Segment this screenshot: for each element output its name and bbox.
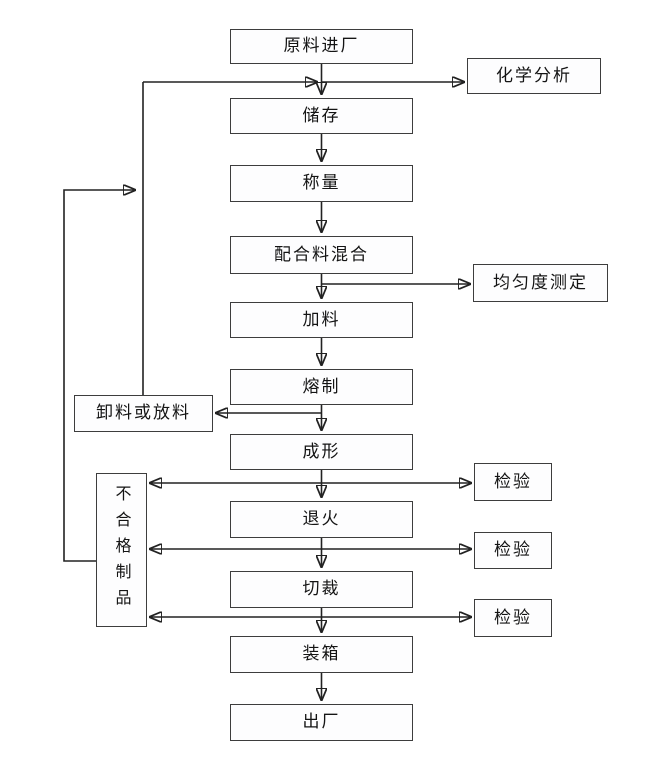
node-inspection-3: 检验: [474, 599, 552, 637]
edge-rejected-feedback: [63, 190, 135, 562]
node-feeding: 加料: [230, 302, 413, 338]
node-inspection-2: 检验: [474, 532, 552, 569]
node-chemical-analysis: 化学分析: [467, 58, 601, 94]
node-batch-mixing: 配合料混合: [230, 236, 413, 274]
node-weighing: 称量: [230, 165, 413, 202]
node-melting: 熔制: [230, 369, 413, 405]
node-uniformity-test: 均匀度测定: [473, 264, 608, 302]
node-shipping-out: 出厂: [230, 704, 413, 741]
node-inspection-1: 检验: [474, 463, 552, 501]
node-packing: 装箱: [230, 636, 413, 673]
node-unloading: 卸料或放料: [74, 395, 213, 432]
node-forming: 成形: [230, 434, 413, 470]
node-rejected-products: 不合格制品: [96, 473, 147, 627]
node-storage: 储存: [230, 98, 413, 134]
node-annealing: 退火: [230, 501, 413, 538]
node-raw-material-in: 原料进厂: [230, 29, 413, 64]
node-cutting: 切裁: [230, 571, 413, 608]
